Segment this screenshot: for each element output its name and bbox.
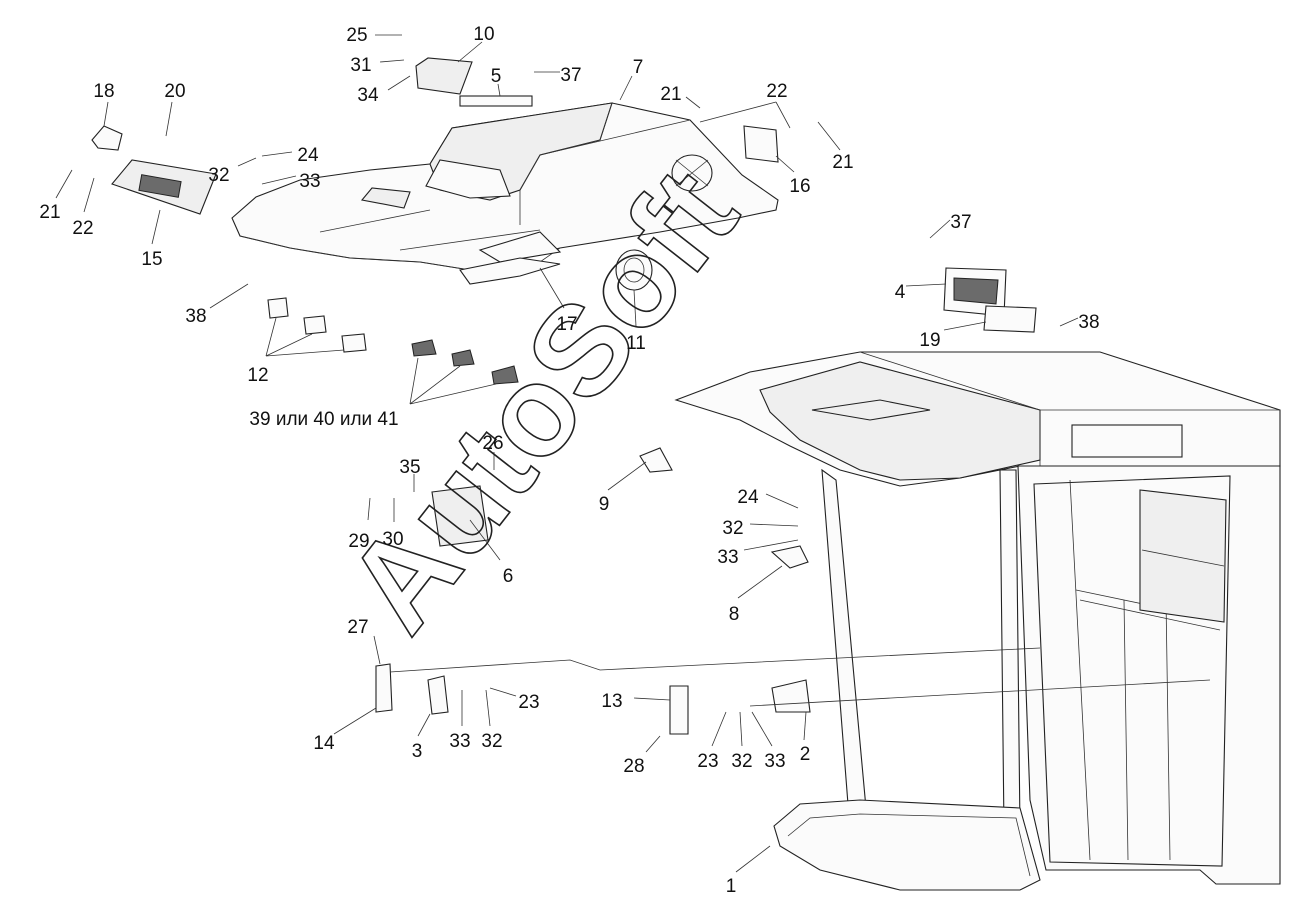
callout-label: 16	[789, 176, 810, 197]
callout-label: 33	[764, 751, 785, 772]
callout-label: 6	[503, 566, 514, 587]
callout-label: 29	[348, 531, 369, 552]
leader-lines	[55, 34, 1211, 873]
plate-14	[375, 663, 393, 713]
callout-label: 14	[313, 733, 335, 754]
callout-label: 39 или 40 или 41	[249, 409, 398, 430]
callout-label: 9	[599, 494, 610, 515]
callout-label: 1	[726, 876, 737, 897]
parts	[91, 57, 1037, 735]
callout-label: 5	[491, 66, 502, 87]
glass-19	[983, 305, 1037, 333]
callout-label: 11	[626, 333, 646, 354]
callout-label: 33	[449, 731, 470, 752]
callout-label: 33	[717, 547, 738, 568]
plate-13	[669, 685, 689, 735]
callout-label: 35	[399, 457, 420, 478]
callout-label: 32	[722, 518, 743, 539]
callout-label: 23	[697, 751, 718, 772]
callout-label: 38	[185, 306, 206, 327]
lamp-18	[91, 125, 123, 151]
callout-label: 2	[800, 744, 811, 765]
callout-label: 37	[560, 65, 581, 86]
callout-label: 21	[39, 202, 60, 223]
cab-frame	[674, 351, 1281, 891]
callout-label: 24	[297, 145, 319, 166]
callout-label: 12	[247, 365, 268, 386]
callout-label: 21	[660, 84, 681, 105]
callout-label: 10	[473, 24, 494, 45]
callout-label: 15	[141, 249, 162, 270]
callout-label: 7	[633, 57, 644, 78]
callout-label: 27	[347, 617, 368, 638]
callout-label: 3	[412, 741, 423, 762]
callout-label: 32	[208, 165, 229, 186]
callout-label: 32	[481, 731, 502, 752]
callout-label: 28	[623, 756, 644, 777]
callout-label: 17	[556, 314, 577, 335]
callout-label: 30	[382, 529, 403, 550]
callout-label: 20	[164, 81, 185, 102]
callout-label: 21	[832, 152, 853, 173]
bracket-9	[639, 447, 673, 473]
callout-label: 8	[729, 604, 740, 625]
callout-label: 38	[1078, 312, 1099, 333]
callout-label: 13	[601, 691, 622, 712]
callout-label: 31	[350, 55, 371, 76]
bracket-8	[770, 545, 809, 569]
callout-label: 32	[731, 751, 752, 772]
callout-label: 25	[346, 25, 367, 46]
callout-label: 23	[518, 692, 539, 713]
callout-label: 4	[895, 282, 906, 303]
roof-panel	[231, 102, 779, 285]
callout-label: 18	[93, 81, 114, 102]
callout-label: 37	[950, 212, 971, 233]
hinge-2	[771, 679, 811, 713]
callout-label: 34	[357, 85, 379, 106]
callout-label: 19	[919, 330, 940, 351]
strip-5	[459, 95, 533, 107]
shade-6	[431, 485, 489, 547]
callout-label: 22	[72, 218, 93, 239]
callout-label: 26	[482, 433, 503, 454]
callout-label: 22	[766, 81, 787, 102]
cover-10	[415, 57, 473, 95]
callout-label: 33	[299, 171, 320, 192]
plate-16	[743, 125, 779, 163]
hinge-3	[427, 675, 449, 715]
callout-label: 24	[737, 487, 759, 508]
